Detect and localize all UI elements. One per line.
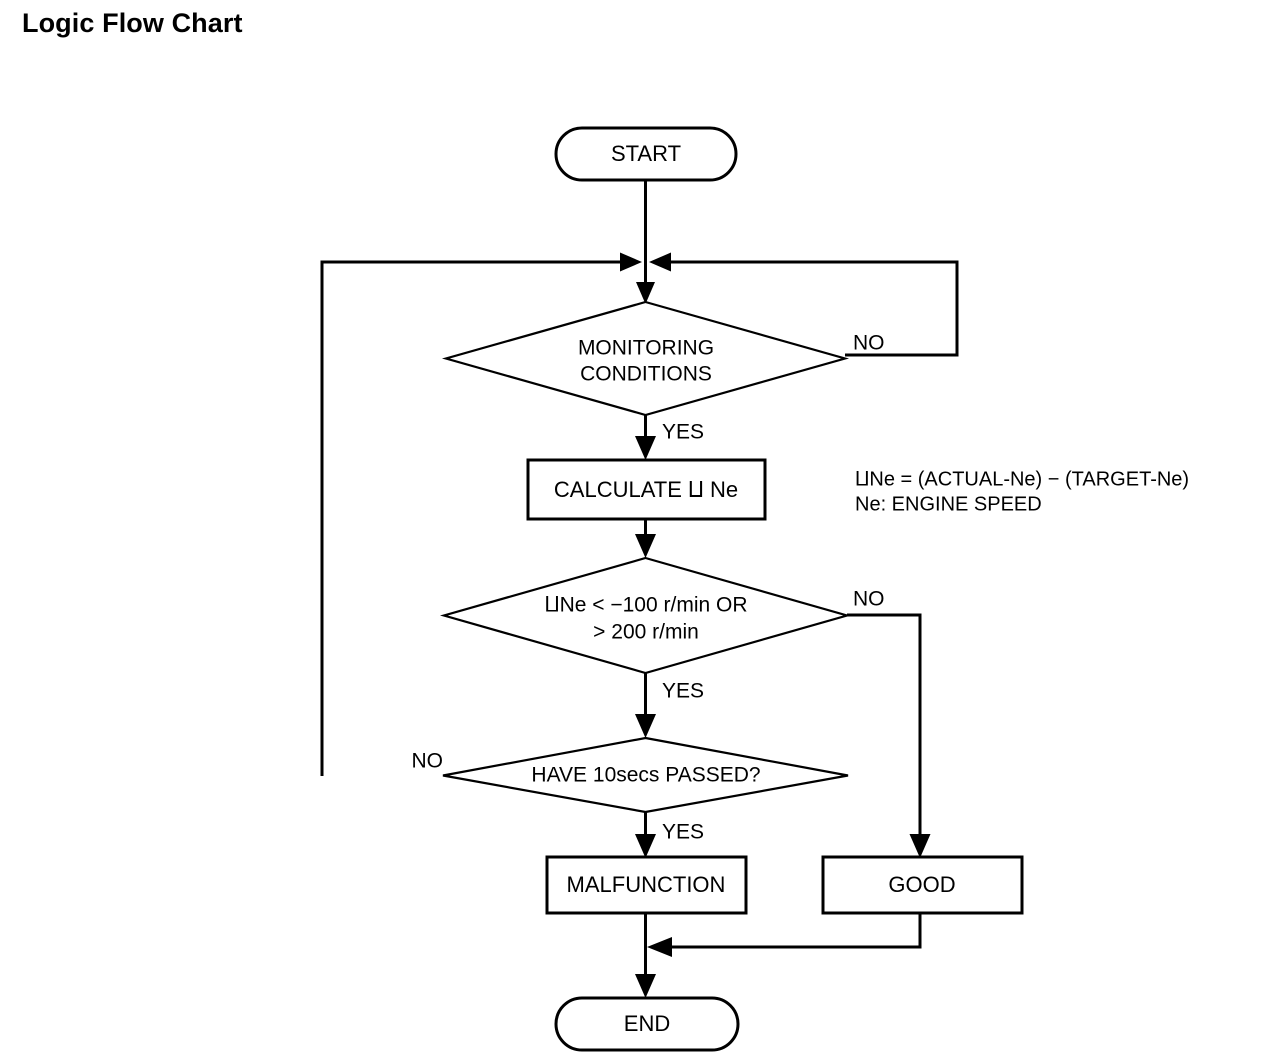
edge-label-monitoring-no: NO <box>853 332 885 355</box>
arrowhead-into-end <box>635 974 656 998</box>
node-malfunction-label: MALFUNCTION <box>567 872 726 897</box>
edge-label-monitoring-yes: YES <box>662 421 704 444</box>
node-monitoring-conditions-label-line2: CONDITIONS <box>580 363 712 386</box>
node-good-label: GOOD <box>888 872 955 897</box>
node-monitoring-conditions-label-line1: MONITORING <box>578 337 714 360</box>
node-threshold-label-line2: > 200 r/min <box>593 621 699 644</box>
node-start <box>554 126 738 182</box>
arrowhead-right-rail-into-junction <box>649 252 671 272</box>
edge-good-to-end-merge <box>656 913 922 949</box>
arrowhead-good-merge <box>647 937 672 957</box>
node-end <box>554 996 740 1052</box>
edge-timer-no-feedback <box>320 260 634 776</box>
edge-label-timer-no: NO <box>412 750 444 773</box>
arrowhead-into-malfunction <box>635 834 656 858</box>
arrowhead-into-calculate <box>635 436 656 460</box>
edge-label-threshold-no: NO <box>853 588 885 611</box>
page-title: Logic Flow Chart <box>22 8 243 38</box>
edge-label-threshold-yes: YES <box>662 680 704 703</box>
node-end-label: END <box>624 1011 670 1036</box>
node-good <box>821 855 1024 915</box>
arrowhead-into-monitoring <box>636 282 655 304</box>
node-timer-label: HAVE 10secs PASSED? <box>531 764 760 787</box>
node-timer <box>442 736 849 814</box>
node-threshold <box>439 556 852 675</box>
annotation-definition: Ne: ENGINE SPEED <box>855 493 1042 515</box>
node-calculate <box>526 458 767 521</box>
arrowhead-into-timer <box>635 714 656 738</box>
arrowhead-left-rail-into-junction <box>620 252 642 272</box>
node-start-label: START <box>611 141 681 166</box>
edge-label-timer-yes: YES <box>662 821 704 844</box>
node-calculate-label: CALCULATE ⨿ Ne <box>554 477 738 502</box>
arrowhead-into-threshold <box>635 534 656 558</box>
arrowhead-into-good <box>909 834 931 858</box>
node-monitoring-conditions <box>441 300 850 417</box>
edge-monitoring-no-feedback <box>657 260 959 357</box>
node-malfunction <box>545 855 748 915</box>
edge-threshold-no-to-good <box>847 613 922 850</box>
node-threshold-label-line1: ⨿Ne < −100 r/min OR <box>544 594 747 617</box>
annotation-formula: ⨿Ne = (ACTUAL-Ne) − (TARGET-Ne) <box>855 468 1189 490</box>
